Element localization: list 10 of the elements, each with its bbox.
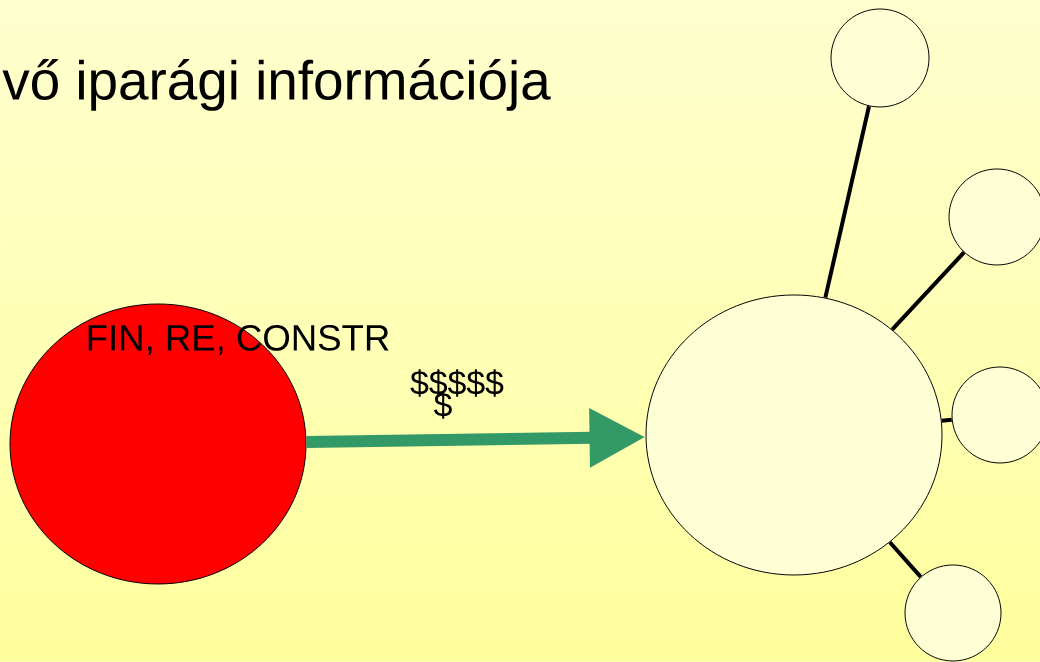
connector-line xyxy=(823,105,871,299)
connector-line xyxy=(888,540,923,579)
circle xyxy=(830,8,930,108)
title: vő iparági információja xyxy=(2,59,551,111)
circle xyxy=(904,564,1002,662)
circle xyxy=(645,294,943,576)
circle xyxy=(948,168,1040,266)
connector-line xyxy=(941,417,952,423)
circle xyxy=(951,366,1040,464)
connector-line xyxy=(890,251,966,331)
